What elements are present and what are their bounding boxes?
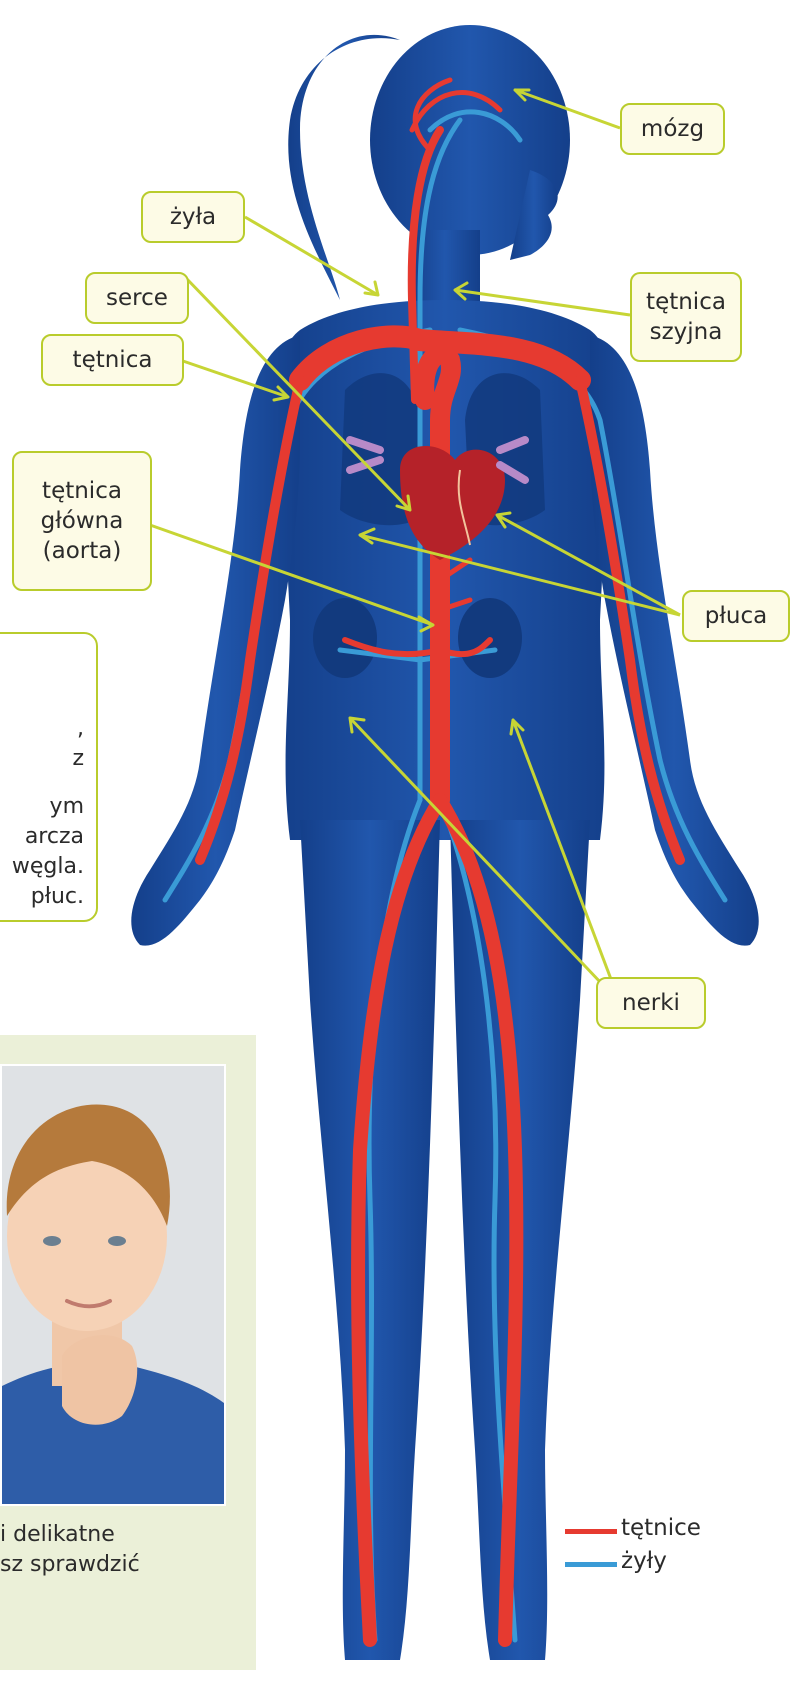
label-nerki-text: nerki — [598, 988, 704, 1018]
caption-line-1: i delikatne — [0, 1522, 115, 1547]
label-pluca-text: płuca — [684, 601, 788, 631]
boy-illustration — [2, 1066, 226, 1506]
legend-arteries: tętnice — [565, 1515, 765, 1545]
legend-veins-label: żyły — [621, 1548, 667, 1574]
veins-swatch — [565, 1562, 617, 1567]
label-tetnica-szyjna: tętnica szyjna — [630, 272, 742, 362]
legend-veins: żyły — [565, 1548, 765, 1578]
label-pluca: płuca — [682, 590, 790, 642]
label-tetnica-szyjna-line1: tętnica — [632, 287, 740, 317]
textbox-line-6: płuc. — [31, 884, 84, 909]
label-aorta: tętnica główna (aorta) — [12, 451, 152, 591]
label-tetnica-szyjna-line2: szyjna — [632, 317, 740, 347]
label-aorta-line1: tętnica — [14, 476, 150, 506]
label-mozg-text: mózg — [622, 114, 723, 144]
legend-arteries-label: tętnice — [621, 1515, 701, 1541]
boy-checking-pulse-photo — [0, 1064, 226, 1506]
label-zyla: żyła — [141, 191, 245, 243]
textbox-line-4: arcza — [25, 824, 84, 849]
textbox-line-3: ym — [50, 794, 84, 819]
textbox-line-2: z — [72, 746, 84, 771]
label-serce-text: serce — [87, 283, 187, 313]
textbox-line-5: węgla. — [12, 854, 84, 879]
label-tetnica: tętnica — [41, 334, 184, 386]
label-tetnica-text: tętnica — [43, 345, 182, 375]
label-zyla-text: żyła — [143, 202, 243, 232]
textbox-line-1: , — [77, 716, 84, 741]
label-nerki: nerki — [596, 977, 706, 1029]
label-aorta-line2: główna — [14, 506, 150, 536]
label-mozg: mózg — [620, 103, 725, 155]
arteries-swatch — [565, 1529, 617, 1534]
info-textbox: , z ym arcza węgla. płuc. — [0, 632, 98, 922]
caption-line-2: sz sprawdzić — [0, 1552, 140, 1577]
label-serce: serce — [85, 272, 189, 324]
label-aorta-line3: (aorta) — [14, 536, 150, 566]
